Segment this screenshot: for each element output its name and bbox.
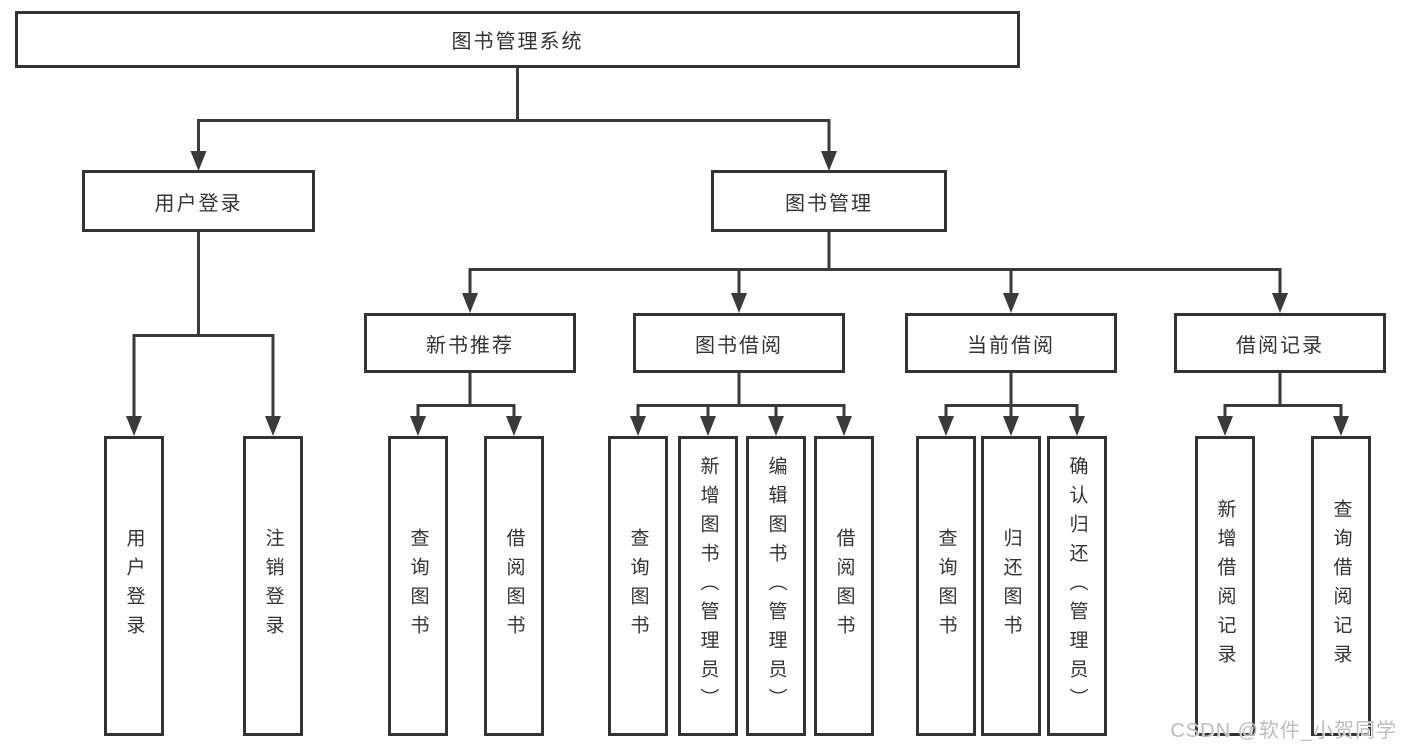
node-book-management-label: 图书管理 [785,192,873,215]
leaf-add-book-admin: 新增图书（管理员） [678,436,738,736]
leaf-query-books-3: 查询图书 [916,436,976,736]
leaf-query-books-1: 查询图书 [388,436,448,736]
node-current-borrow: 当前借阅 [905,313,1117,373]
connector-fan-borrow-records [1217,373,1349,436]
connector-fan-book-borrow [630,373,852,436]
leaf-edit-book-admin-label: 编辑图书（管理员） [765,455,787,717]
leaf-logout: 注销登录 [243,436,303,736]
leaf-add-book-admin-label: 新增图书（管理员） [697,455,719,717]
leaf-edit-book-admin: 编辑图书（管理员） [746,436,806,736]
node-root: 图书管理系统 [15,11,1020,68]
node-new-book-recommend-label: 新书推荐 [426,334,514,357]
node-root-label: 图书管理系统 [451,31,584,53]
leaf-borrow-books-1: 借阅图书 [484,436,544,736]
leaf-borrow-books-2: 借阅图书 [814,436,874,736]
connector-fan-current-borrow [938,373,1085,436]
node-book-borrow-label: 图书借阅 [695,334,783,357]
connector-fan-root [190,68,837,171]
leaf-query-books-2-label: 查询图书 [627,528,649,644]
leaf-query-borrow-record: 查询借阅记录 [1311,436,1371,736]
node-user-login: 用户登录 [82,170,315,232]
node-borrow-records-label: 借阅记录 [1236,334,1324,357]
leaf-query-books-1-label: 查询图书 [407,528,429,644]
leaf-confirm-return-admin-label: 确认归还（管理员） [1066,455,1088,717]
leaf-query-borrow-record-label: 查询借阅记录 [1330,499,1352,673]
leaf-borrow-books-1-label: 借阅图书 [503,528,525,644]
leaf-add-borrow-record: 新增借阅记录 [1195,436,1255,736]
connector-fan-book-management [462,232,1288,313]
csdn-watermark: CSDN @软件_小贺同学 [1170,720,1397,742]
node-book-management: 图书管理 [711,170,947,232]
node-borrow-records: 借阅记录 [1174,313,1386,373]
connector-fan-user-login [126,232,281,436]
leaf-add-borrow-record-label: 新增借阅记录 [1214,499,1236,673]
leaf-user-login: 用户登录 [104,436,164,736]
leaf-user-login-label: 用户登录 [123,528,145,644]
node-user-login-label: 用户登录 [154,192,243,215]
node-current-borrow-label: 当前借阅 [967,334,1055,357]
leaf-query-books-3-label: 查询图书 [935,528,957,644]
leaf-return-books-label: 归还图书 [1000,528,1022,644]
connector-fan-new-book-recommend [410,373,522,436]
node-new-book-recommend: 新书推荐 [364,313,576,373]
leaf-confirm-return-admin: 确认归还（管理员） [1047,436,1107,736]
node-book-borrow: 图书借阅 [633,313,845,373]
leaf-logout-label: 注销登录 [262,528,284,644]
leaf-borrow-books-2-label: 借阅图书 [833,528,855,644]
leaf-query-books-2: 查询图书 [608,436,668,736]
leaf-return-books: 归还图书 [981,436,1041,736]
